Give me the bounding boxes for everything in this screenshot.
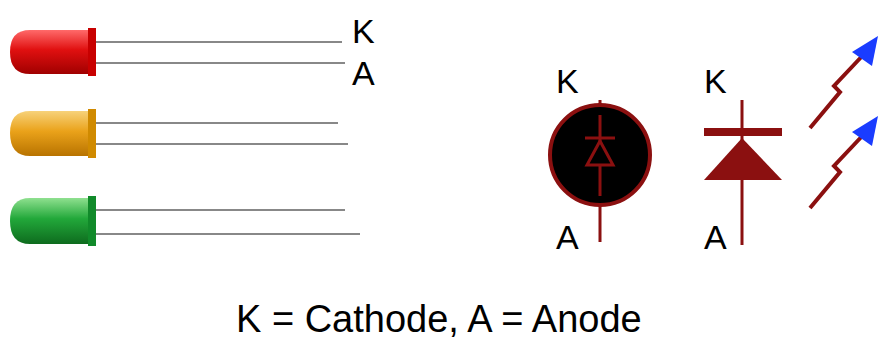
arrow-head bbox=[852, 36, 878, 66]
yellow-led bbox=[10, 109, 348, 158]
arrow-head bbox=[852, 116, 878, 146]
pin-label: K bbox=[352, 14, 375, 48]
pin-label: K bbox=[704, 64, 727, 98]
pin-label: A bbox=[352, 56, 375, 90]
pin-label: K bbox=[556, 64, 579, 98]
caption: K = Cathode, A = Anode bbox=[236, 300, 642, 338]
pin-label: A bbox=[704, 220, 727, 254]
pin-label: A bbox=[556, 220, 579, 254]
green-led bbox=[10, 196, 360, 246]
red-led bbox=[10, 28, 345, 76]
